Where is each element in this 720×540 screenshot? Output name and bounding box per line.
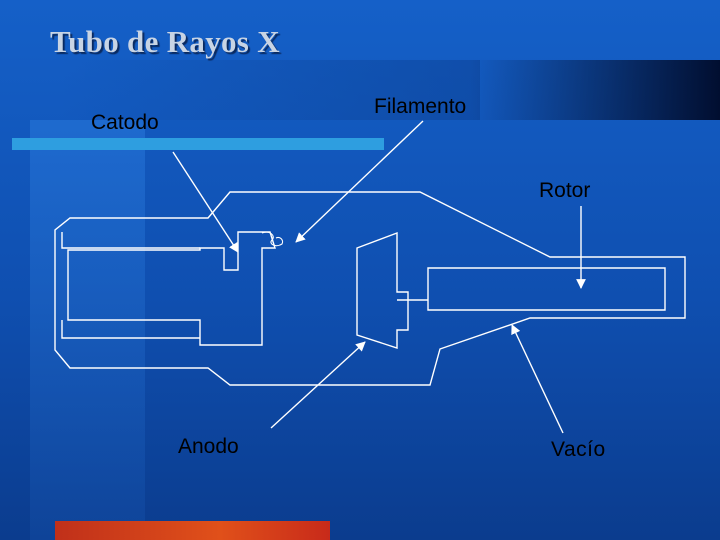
anode-target — [356, 231, 409, 349]
background-strip — [30, 120, 145, 540]
cyan-accent-bar — [12, 138, 384, 150]
dark-accent-band — [470, 60, 720, 120]
arrow-anodo — [270, 341, 366, 429]
label-anodo: Anodo — [178, 435, 239, 458]
cathode-socket — [61, 232, 200, 339]
label-catodo: Catodo — [91, 111, 159, 134]
title-band — [60, 60, 480, 120]
label-vacio: Vacío — [551, 438, 606, 461]
arrow-catodo — [172, 151, 239, 253]
tube-envelope — [54, 191, 686, 386]
filament-coil — [261, 231, 284, 247]
arrow-vacio — [511, 324, 564, 434]
anode-shaft — [397, 267, 666, 311]
cathode-assembly — [67, 231, 276, 346]
label-filamento: Filamento — [374, 95, 467, 118]
slide-title: Tubo de Rayos X — [50, 24, 280, 59]
red-accent-bar — [55, 521, 330, 540]
label-rotor: Rotor — [539, 179, 591, 202]
arrow-filamento — [295, 120, 424, 243]
